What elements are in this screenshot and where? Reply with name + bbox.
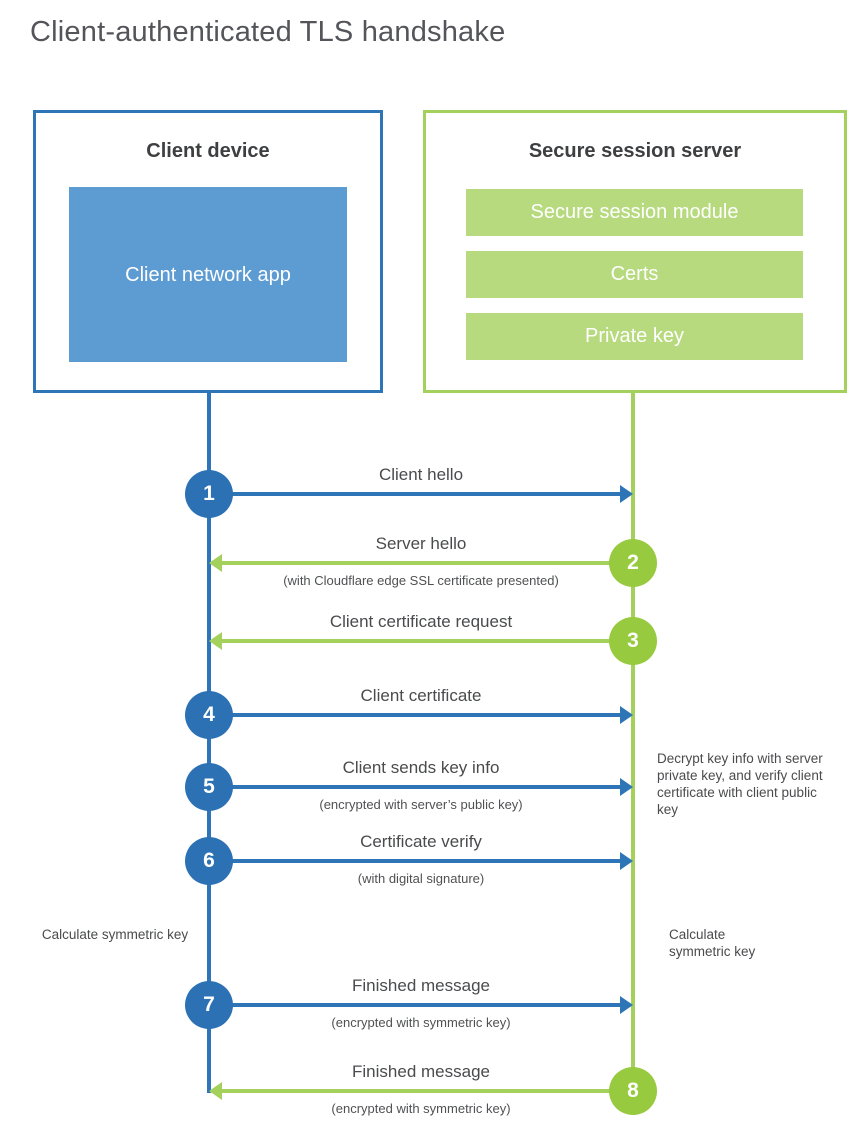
arrow-shaft <box>222 561 633 565</box>
client-network-app-label: Client network app <box>125 263 291 286</box>
arrow-right-icon <box>620 996 633 1014</box>
client-calculate-symmetric-key-note: Calculate symmetric key <box>41 927 189 942</box>
arrow-right-icon <box>620 852 633 870</box>
arrow-shaft <box>222 639 633 643</box>
step-4-label: Client certificate <box>360 686 482 705</box>
step-6-label: Certificate verify <box>360 832 482 851</box>
step-8-label: Finished message <box>352 1062 490 1081</box>
step-5-badge: 5 <box>185 763 233 811</box>
arrow-shaft <box>222 1089 633 1093</box>
step-6-sublabel: (with digital signature) <box>357 871 485 886</box>
client-network-app-node: Client network app <box>69 187 347 362</box>
step-2-badge: 2 <box>609 539 657 587</box>
arrow-shaft <box>209 713 620 717</box>
step-8-sublabel: (encrypted with symmetric key) <box>331 1101 511 1116</box>
step-7-sublabel: (encrypted with symmetric key) <box>331 1015 511 1030</box>
page-title: Client-authenticated TLS handshake <box>30 16 506 48</box>
arrow-shaft <box>209 859 620 863</box>
secure-session-server-title: Secure session server <box>528 140 742 162</box>
arrow-right-icon <box>620 778 633 796</box>
server-module-private-key: Private key <box>466 313 803 360</box>
server-module-secure-session-module: Secure session module <box>466 189 803 236</box>
arrow-right-icon <box>620 485 633 503</box>
step-7-badge: 7 <box>185 981 233 1029</box>
step-5-sublabel: (encrypted with server’s public key) <box>319 797 523 812</box>
arrow-left-icon <box>209 554 222 572</box>
arrow-shaft <box>209 1003 620 1007</box>
server-decrypt-note: Decrypt key info with server private key… <box>657 751 823 817</box>
step-5-label: Client sends key info <box>342 758 500 777</box>
step-2-label: Server hello <box>375 534 467 553</box>
client-device-box: Client device Client network app <box>33 110 383 393</box>
arrow-left-icon <box>209 1082 222 1100</box>
server-lifeline <box>631 392 635 1093</box>
arrow-right-icon <box>620 706 633 724</box>
step-1-badge: 1 <box>185 470 233 518</box>
server-module-certs: Certs <box>466 251 803 298</box>
step-4-badge: 4 <box>185 691 233 739</box>
step-7-label: Finished message <box>352 976 490 995</box>
step-3-label: Client certificate request <box>329 612 513 631</box>
step-1-label: Client hello <box>378 465 464 484</box>
server-calculate-symmetric-key-note: Calculate symmetric key <box>669 927 756 959</box>
arrow-shaft <box>209 785 620 789</box>
secure-session-server-box: Secure session server Secure session mod… <box>423 110 847 393</box>
step-2-sublabel: (with Cloudflare edge SSL certificate pr… <box>283 573 559 588</box>
client-lifeline <box>207 392 211 1093</box>
step-6-badge: 6 <box>185 837 233 885</box>
client-device-title: Client device <box>146 140 270 162</box>
step-8-badge: 8 <box>609 1067 657 1115</box>
step-3-badge: 3 <box>609 617 657 665</box>
arrow-left-icon <box>209 632 222 650</box>
arrow-shaft <box>209 492 620 496</box>
